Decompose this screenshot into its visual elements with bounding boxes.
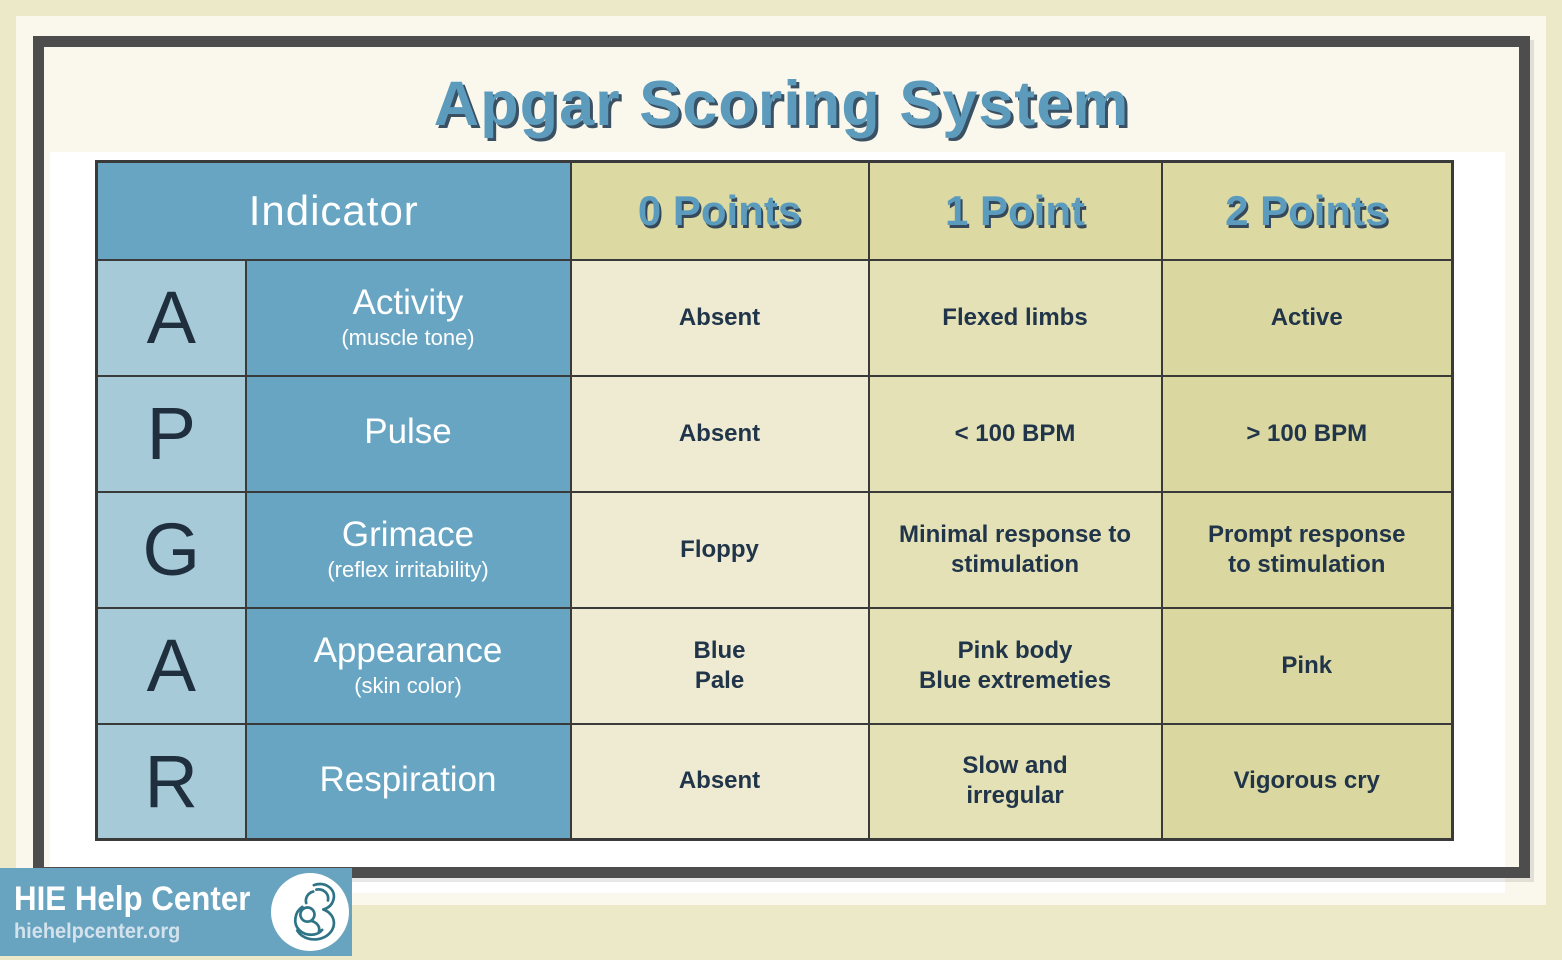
row-indicator-cell: Pulse [244,374,572,493]
table-row-activity: A Activity (muscle tone) Absent Flexed l… [95,258,1454,377]
row-letter: P [95,374,247,493]
table-row-appearance: A Appearance (skin color) Blue Pale Pink… [95,606,1454,725]
row-letter: R [95,722,247,841]
table-row-respiration: R Respiration Absent Slow and irregular … [95,722,1454,841]
score-2-cell: Pink [1160,606,1454,725]
score-2-cell: > 100 BPM [1160,374,1454,493]
indicator-subtitle: (reflex irritability) [327,557,489,583]
score-0-cell: Absent [569,722,870,841]
indicator-name: Respiration [319,760,497,800]
brand-name: HIE Help Center [14,880,251,918]
header-1-point: 1 Point [867,160,1163,261]
header-2-points: 2 Points [1160,160,1454,261]
score-0-cell: Floppy [569,490,870,609]
indicator-subtitle: (muscle tone) [341,325,475,351]
score-0-cell: Absent [569,374,870,493]
apgar-table: Indicator 0 Points 1 Point 2 Points A Ac… [95,160,1454,841]
brand-footer: HIE Help Center hiehelpcenter.org [0,868,352,956]
brand-text-block: HIE Help Center hiehelpcenter.org [14,880,271,944]
header-0-points: 0 Points [569,160,870,261]
score-2-cell: Active [1160,258,1454,377]
row-letter: A [95,606,247,725]
table-row-pulse: P Pulse Absent < 100 BPM > 100 BPM [95,374,1454,493]
row-indicator-cell: Grimace (reflex irritability) [244,490,572,609]
score-1-cell: Pink body Blue extremeties [867,606,1163,725]
table-row-grimace: G Grimace (reflex irritability) Floppy M… [95,490,1454,609]
score-1-cell: Flexed limbs [867,258,1163,377]
indicator-name: Activity [352,283,464,323]
row-letter: A [95,258,247,377]
page-title: Apgar Scoring System [433,69,1130,139]
header-indicator: Indicator [95,160,572,261]
indicator-subtitle: (skin color) [354,673,462,699]
score-2-cell: Prompt response to stimulation [1160,490,1454,609]
row-indicator-cell: Respiration [244,722,572,841]
brand-url: hiehelpcenter.org [14,920,181,943]
score-0-cell: Absent [569,258,870,377]
score-0-cell: Blue Pale [569,606,870,725]
row-letter: G [95,490,247,609]
score-1-cell: Slow and irregular [867,722,1163,841]
row-indicator-cell: Activity (muscle tone) [244,258,572,377]
picture-frame [33,36,1530,878]
score-1-cell: Minimal response to stimulation [867,490,1163,609]
row-indicator-cell: Appearance (skin color) [244,606,572,725]
mother-and-baby-icon [270,873,349,951]
indicator-name: Grimace [341,515,475,555]
indicator-name: Appearance [313,631,503,671]
indicator-name: Pulse [364,412,452,452]
score-2-cell: Vigorous cry [1160,722,1454,841]
score-1-cell: < 100 BPM [867,374,1163,493]
table-header-row: Indicator 0 Points 1 Point 2 Points [95,160,1454,261]
